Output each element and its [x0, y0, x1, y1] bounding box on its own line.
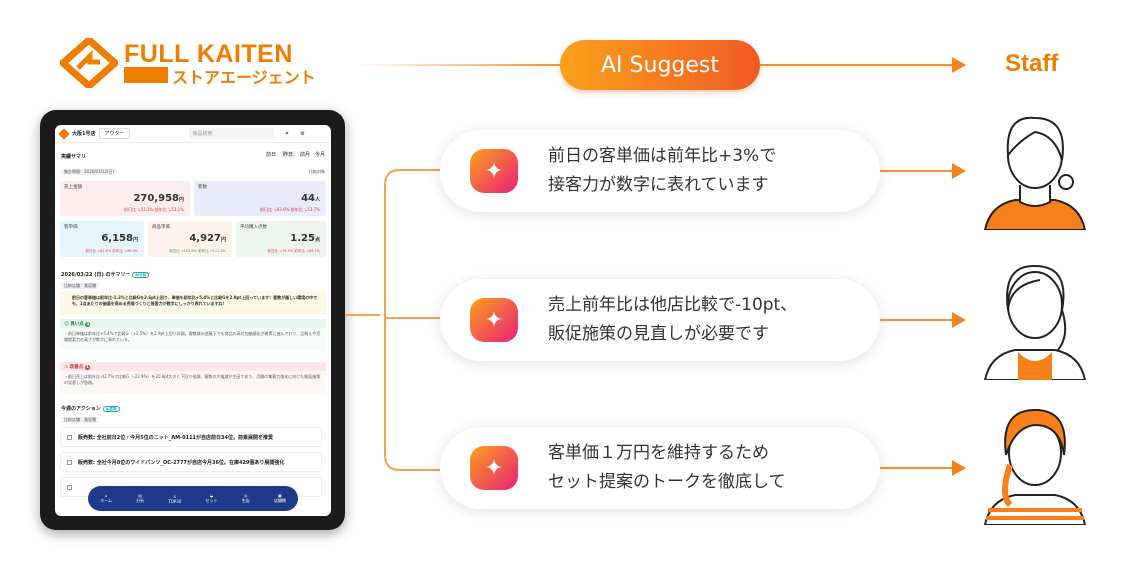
suggestion-bubble: ✦ 客単価１万円を維持するためセット提案のトークを徹底して	[440, 427, 880, 509]
ai-suggest-pill: AI Suggest	[560, 40, 760, 90]
bad-text: ・前日売上は前年比-43.7%で比較G（-22.9%）を20.8pt大きく下回り…	[60, 371, 326, 393]
bad-count: 1	[84, 365, 90, 370]
checkbox[interactable]	[67, 434, 72, 440]
bad-label: 改善点	[69, 365, 84, 370]
flow-line	[760, 64, 955, 66]
good-text: ・前日単価は前年比+5.4%で比較G（+2.5%）を2.9pt上回り好調。客数減…	[60, 328, 326, 350]
action-item[interactable]: 販売数: 全社今月8位のワイドパンツ_OC-2777が自店今月36位。在庫429…	[60, 452, 322, 472]
period-tab[interactable]: 前日	[265, 152, 276, 158]
summary-text: 前日の客単価は前年比-1.3%と比較Gを3.6pt上回り、単価も前年比+5.4%…	[60, 291, 326, 315]
app-screen: 大阪1号店 アウター 商品検索 ⌗ ⚙ 実績サマリ 前日 昨日 前月 今月 集計…	[55, 125, 331, 516]
ai-sparkle-icon: ✦	[470, 298, 518, 342]
brand-logo-icon	[60, 38, 118, 88]
ai-badge: AI分析	[132, 272, 150, 278]
nav-analysis[interactable]: ▤分析	[136, 493, 145, 503]
bottom-nav: ⌂ホーム ▤分析 ♕TOP30 ◒セット ◎生店 ▣店舗棚	[88, 486, 298, 511]
action-item[interactable]: 販売数: 全社前日2位・今月5位のニット_AM-0111が自店前日34位。前乗展…	[60, 427, 322, 447]
search-input[interactable]: 商品検索	[188, 128, 274, 139]
store-name[interactable]: 大阪1号店	[72, 131, 96, 137]
summary-title: 2026/03/22 (日) のサマリー	[61, 272, 131, 278]
settings-icon[interactable]: ⚙	[300, 130, 305, 137]
section-title: 実績サマリ	[61, 154, 87, 160]
nav-set[interactable]: ◒セット	[205, 493, 218, 503]
arrow-right-icon	[952, 312, 966, 328]
ai-sparkle-icon: ✦	[470, 149, 518, 193]
category-select[interactable]: アウター	[99, 128, 130, 139]
nav-shelf[interactable]: ▣店舗棚	[273, 493, 286, 503]
suggestion-bubble: ✦ 前日の客単価は前年比+3%で接客力が数字に表れています	[440, 130, 880, 212]
actions-tag: 比較店舗：美容舗	[61, 417, 99, 423]
actions-title: 今週のアクション	[61, 406, 101, 412]
arrow-right-icon	[952, 57, 966, 73]
good-label: 良い点	[70, 322, 84, 327]
flow-line	[880, 319, 955, 321]
arrow-right-icon	[952, 460, 966, 476]
period-date: 集計期間：2026/03/22(日)	[61, 169, 118, 175]
compare-toggle[interactable]: 比較対象	[309, 169, 325, 174]
flow-line	[355, 64, 560, 66]
checkbox[interactable]	[67, 484, 72, 490]
arrow-right-icon	[952, 163, 966, 179]
staff-person-icon	[983, 408, 1087, 525]
connector-lines	[345, 169, 440, 471]
period-tab[interactable]: 前月	[299, 152, 310, 158]
period-tab[interactable]: 昨日	[280, 151, 295, 158]
checkbox[interactable]	[67, 459, 72, 465]
ai-sparkle-icon: ✦	[470, 446, 518, 490]
brand-subtitle: ストアエージェント	[172, 68, 316, 87]
compare-tag: 比較店舗：美容舗	[61, 283, 99, 289]
nav-top30[interactable]: ♕TOP30	[168, 493, 182, 504]
suggestion-bubble: ✦ 売上前年比は他店比較で-10pt、販促施策の見直しが必要です	[440, 279, 880, 361]
brand-bar	[124, 67, 168, 83]
actions-badge: AI提案	[102, 406, 120, 412]
good-count: 1	[85, 322, 91, 327]
staff-person-icon	[983, 116, 1087, 230]
nav-home[interactable]: ⌂ホーム	[100, 493, 112, 503]
flow-line	[880, 170, 955, 172]
period-tab[interactable]: 今月	[314, 152, 325, 158]
flow-line	[880, 467, 955, 469]
scan-icon[interactable]: ⌗	[285, 130, 289, 137]
staff-person-icon	[983, 264, 1087, 380]
staff-label: Staff	[1005, 50, 1059, 77]
nav-stock[interactable]: ◎生店	[241, 493, 250, 503]
store-logo-icon	[58, 127, 70, 140]
brand-name: FULL KAITEN	[124, 40, 293, 68]
